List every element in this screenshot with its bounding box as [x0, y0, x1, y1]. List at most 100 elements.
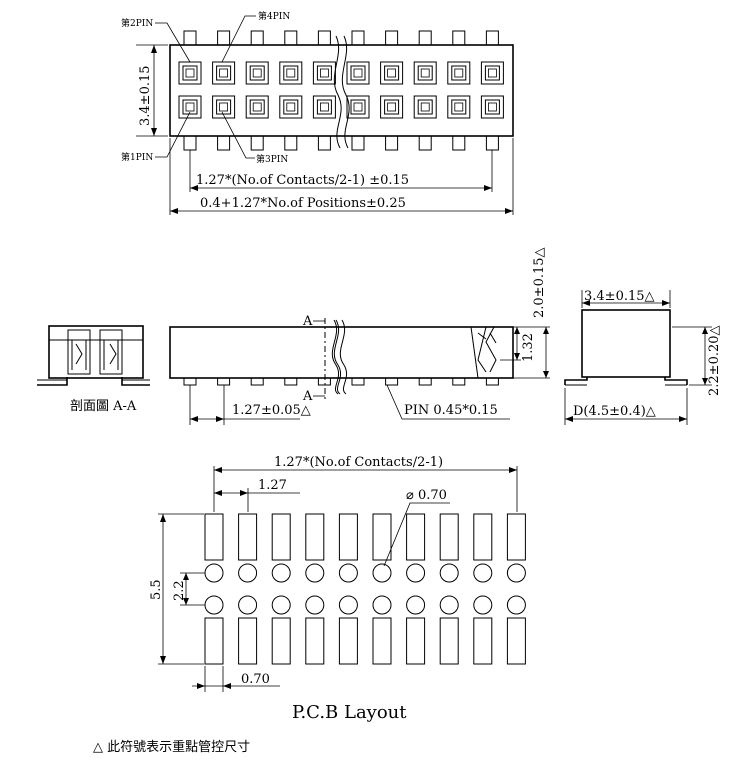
side-cutaway-hatch [477, 332, 497, 344]
side-pin [217, 377, 231, 386]
lower-contact-core [286, 102, 296, 112]
side-pin [284, 377, 298, 386]
small-height-arrows [514, 327, 520, 360]
lower-contact-inner [417, 99, 433, 115]
upper-contact-cell [447, 61, 471, 85]
pcb-hole-upper [305, 563, 325, 583]
lower-contact-cell [447, 95, 471, 119]
lower-contact-cell [346, 95, 370, 119]
side-pin [351, 377, 365, 386]
pcb-hole-upper [506, 563, 526, 583]
upper-pin-stub [284, 30, 298, 46]
lower-contact-inner [384, 99, 400, 115]
legend-note: △ 此符號表示重點管控尺寸 [93, 739, 250, 755]
upper-contact-inner [316, 65, 332, 81]
lower-contact-core [420, 102, 430, 112]
pitch-dim-text: 1.27±0.05△ [232, 403, 311, 418]
upper-pin-stub [485, 30, 499, 46]
lower-contact-core [252, 102, 262, 112]
section-marker-bottom: A [302, 389, 313, 404]
upper-contact-inner [451, 65, 467, 81]
upper-contact-core [252, 68, 262, 78]
pcb-title: P.C.B Layout [292, 702, 407, 723]
pcb-pad-upper [338, 513, 358, 561]
pcb-hole-upper [372, 563, 392, 583]
upper-pin-stub [250, 30, 264, 46]
pin3-label: 第3PIN [256, 153, 288, 165]
lower-contact-core [454, 102, 464, 112]
side-break-gap [333, 319, 342, 395]
upper-contact-cell [212, 61, 236, 85]
pcb-pad-upper [204, 513, 224, 561]
lower-pin-stub [284, 135, 298, 151]
pcb-hole-upper [271, 563, 291, 583]
lower-contact-cell [413, 95, 437, 119]
side-break-right [339, 319, 348, 395]
pcb-pad-lower [506, 617, 526, 665]
section-label: 剖面圖 A-A [70, 399, 137, 414]
lower-contact-core [387, 102, 397, 112]
lower-contact-inner [451, 99, 467, 115]
lower-contact-core [219, 102, 229, 112]
upper-contact-core [286, 68, 296, 78]
lower-contact-inner [182, 99, 198, 115]
upper-contact-core [185, 68, 195, 78]
pcb-hole-upper [406, 563, 426, 583]
upper-contact-inner [484, 65, 500, 81]
lower-pin-stub [250, 135, 264, 151]
pcb-hole-leader [383, 502, 450, 567]
pcb-hole-lower [439, 595, 459, 615]
pcb-inner-height-text: 2.2 [172, 580, 187, 601]
upper-contact-cell [480, 61, 504, 85]
pcb-padw-arrows [197, 683, 231, 689]
section-cavity-right [99, 329, 123, 375]
lower-contact-inner [484, 99, 500, 115]
lower-contact-cell [279, 95, 303, 119]
upper-contact-cell [413, 61, 437, 85]
upper-contact-core [387, 68, 397, 78]
pcb-pad-lower [439, 617, 459, 665]
pcb-hole-lower [271, 595, 291, 615]
pin4-leader [221, 15, 256, 63]
upper-pin-stub [418, 30, 432, 46]
pin2-leader [155, 22, 191, 63]
upper-contact-cell [178, 61, 202, 85]
upper-contact-core [353, 68, 363, 78]
lower-contact-cell [480, 95, 504, 119]
upper-pin-stub [217, 30, 231, 46]
lower-contact-inner [316, 99, 332, 115]
pcb-hole-upper [204, 563, 224, 583]
pitch-dim-arrows [190, 416, 224, 422]
lower-contact-cell [245, 95, 269, 119]
upper-contact-inner [283, 65, 299, 81]
upper-contact-inner [249, 65, 265, 81]
lower-pin-stub [217, 135, 231, 151]
pcb-pad-upper [406, 513, 426, 561]
upper-contact-inner [350, 65, 366, 81]
pin1-leader [155, 111, 191, 158]
end-width-text: 3.4±0.15△ [584, 289, 655, 304]
top-view: 第2PIN 第4PIN 第1PIN 第3PIN 3.4±0.15 1.27*(N… [121, 10, 514, 215]
pcb-hole-upper [473, 563, 493, 583]
pcb-hole-lower [238, 595, 258, 615]
pcb-hole-lower [372, 595, 392, 615]
side-pin [183, 377, 197, 386]
pcb-pad-lower [238, 617, 258, 665]
pin4-label: 第4PIN [258, 10, 290, 22]
pcb-pad-upper [238, 513, 258, 561]
lower-pin-stub [485, 135, 499, 151]
lower-pin-stub [183, 135, 197, 151]
pcb-pad-upper [439, 513, 459, 561]
pcb-pad-upper [473, 513, 493, 561]
pcb-pad-upper [271, 513, 291, 561]
pcb-pitch-arrows [214, 490, 248, 496]
pin3-leader [221, 111, 255, 159]
pcb-hole-lower [338, 595, 358, 615]
end-solder-tails [564, 377, 688, 385]
pcb-inner-height-arrows [183, 573, 189, 605]
upper-contact-cell [380, 61, 404, 85]
pcb-layout: 1.27*(No.of Contacts/2-1) 1.27 ⌀ 0.70 5.… [149, 455, 526, 723]
small-height-text: 1.32 [521, 333, 536, 362]
contacts-dim-text: 1.27*(No.of Contacts/2-1) ±0.15 [196, 173, 409, 188]
